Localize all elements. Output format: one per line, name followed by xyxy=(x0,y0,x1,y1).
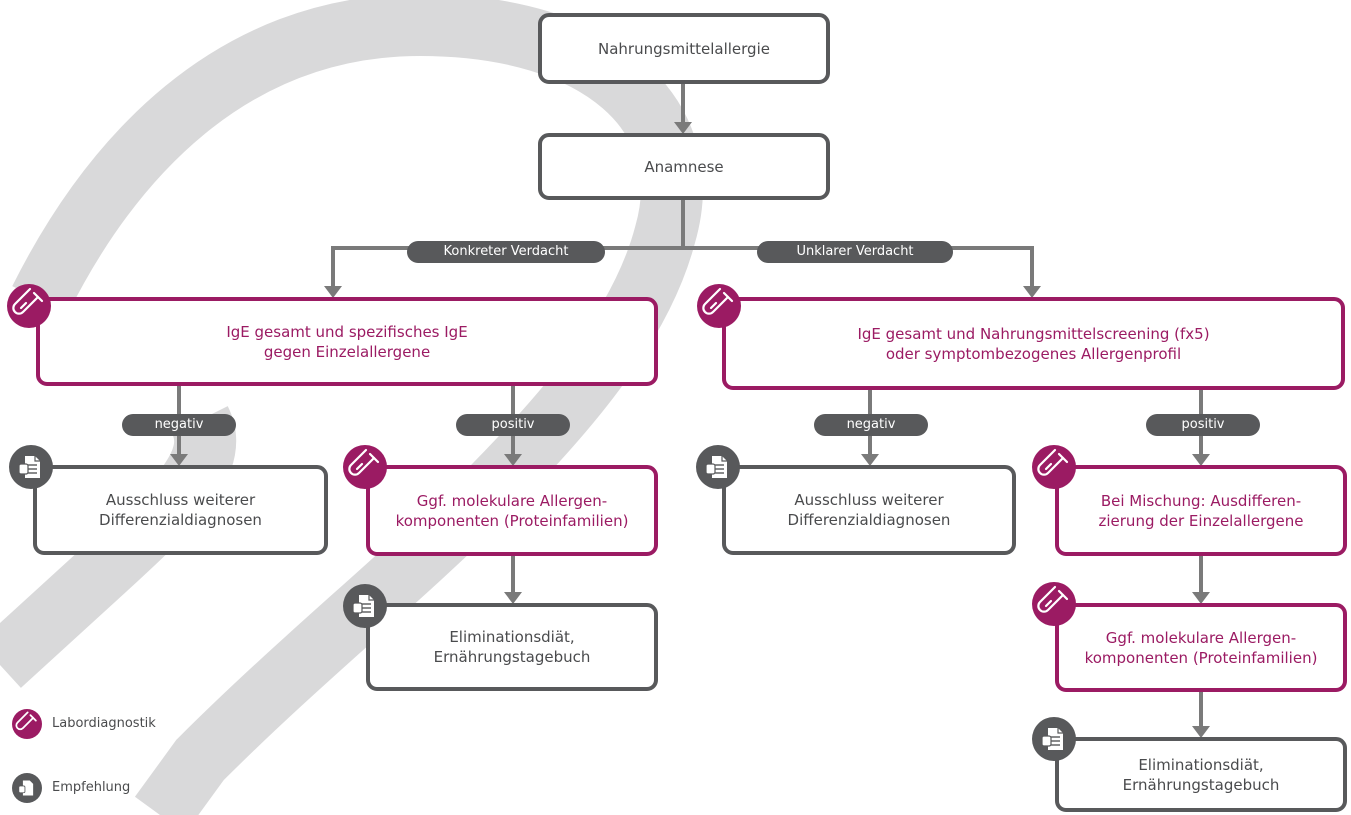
node-elimination-left: Eliminationsdiät, Ernährungstagebuch xyxy=(366,603,658,691)
document-hand-icon xyxy=(9,445,53,489)
node-ige-spezifisch: IgE gesamt und spezifisches IgE gegen Ei… xyxy=(36,297,658,386)
node-ige-screening: IgE gesamt und Nahrungsmittelscreening (… xyxy=(722,297,1345,390)
node-nahrungsmittelallergie: Nahrungsmittelallergie xyxy=(538,13,830,84)
test-tube-icon xyxy=(7,284,51,328)
test-tube-icon xyxy=(1032,445,1076,489)
label-positiv-right: positiv xyxy=(1146,414,1260,436)
label-konkreter-verdacht: Konkreter Verdacht xyxy=(407,241,605,263)
test-tube-icon xyxy=(697,284,741,328)
document-hand-icon xyxy=(1032,717,1076,761)
legend-test-tube-icon xyxy=(12,709,42,739)
label-unklarer-verdacht: Unklarer Verdacht xyxy=(757,241,953,263)
legend-empfehlung: Empfehlung xyxy=(52,780,131,795)
test-tube-icon xyxy=(343,445,387,489)
arrowheads xyxy=(170,122,1210,738)
node-anamnese: Anamnese xyxy=(538,133,830,200)
node-ausschluss-left: Ausschluss weiterer Differenzialdiagnose… xyxy=(33,465,328,555)
node-mischung-right: Bei Mischung: Ausdifferen- zierung der E… xyxy=(1055,465,1347,556)
label-negativ-right: negativ xyxy=(814,414,928,436)
node-molekulare-right: Ggf. molekulare Allergen- komponenten (P… xyxy=(1055,603,1347,692)
label-negativ-left: negativ xyxy=(122,414,236,436)
legend-document-hand-icon xyxy=(12,773,42,803)
document-hand-icon xyxy=(343,584,387,628)
node-molekulare-left: Ggf. molekulare Allergen- komponenten (P… xyxy=(366,465,658,556)
label-positiv-left: positiv xyxy=(456,414,570,436)
node-elimination-right: Eliminationsdiät, Ernährungstagebuch xyxy=(1055,737,1347,812)
test-tube-icon xyxy=(1032,582,1076,626)
legend-labordiagnostik: Labordiagnostik xyxy=(52,716,156,731)
document-hand-icon xyxy=(696,445,740,489)
node-ausschluss-right: Ausschluss weiterer Differenzialdiagnose… xyxy=(722,465,1016,555)
